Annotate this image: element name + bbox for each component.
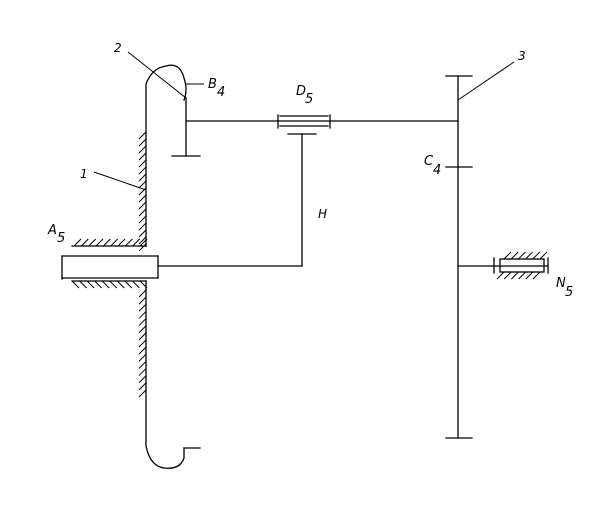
label-gear-3: 3 <box>518 49 526 63</box>
hatch-mark <box>101 280 110 289</box>
hatch-mark <box>138 194 147 203</box>
hatch-mark <box>124 280 133 289</box>
hatch-mark <box>138 339 147 348</box>
hatch-mark <box>102 238 111 247</box>
hatch-mark <box>138 346 147 355</box>
label-N-letter: N <box>556 276 566 291</box>
label-B-letter: B <box>208 77 217 92</box>
label-B: B 4 <box>208 77 225 100</box>
hatch-mark <box>138 229 147 238</box>
hatch-mark <box>539 251 548 260</box>
hatch-mark <box>496 271 505 280</box>
housing-A <box>71 238 148 289</box>
hatch-mark <box>138 361 147 369</box>
hatch-mark <box>138 201 147 210</box>
hatch-mark <box>71 280 80 289</box>
hatch-mark <box>138 368 147 376</box>
label-D-index: 5 <box>305 92 313 107</box>
hatch-mark <box>138 145 147 154</box>
hatch-mark <box>138 296 147 305</box>
hatch-mark <box>138 318 147 326</box>
planet-gear-2 <box>171 97 459 157</box>
label-B-index: 4 <box>217 85 225 100</box>
hatch-mark <box>138 236 147 245</box>
hatch-mark <box>138 353 147 362</box>
bearing-N <box>457 251 549 280</box>
carrier-H <box>157 133 303 267</box>
label-C-letter: C <box>424 154 434 169</box>
hatch-mark <box>80 238 89 247</box>
label-gear-1: 1 <box>80 167 88 181</box>
hatch-mark <box>138 375 147 384</box>
hatch-mark <box>110 238 119 247</box>
hatch-mark <box>532 251 541 260</box>
hatch-mark <box>518 271 526 280</box>
hatch-mark <box>132 238 141 247</box>
input-shaft <box>61 255 159 280</box>
hatch-mark <box>138 303 147 312</box>
hatch-mark <box>138 138 147 147</box>
hatch-mark <box>138 332 147 341</box>
hatch-mark <box>138 173 147 182</box>
hatch-mark <box>518 251 526 260</box>
hatch-mark <box>88 238 97 247</box>
hatch-mark <box>511 271 519 280</box>
leader-lines <box>93 51 515 191</box>
hatch-mark <box>138 180 147 189</box>
hatch-mark <box>94 280 103 289</box>
hatch-mark <box>138 389 147 398</box>
label-N: N 5 <box>556 276 573 300</box>
hatch-mark <box>86 280 95 289</box>
hatch-mark <box>109 280 118 289</box>
label-C: C 4 <box>424 154 441 178</box>
label-D-letter: D <box>296 84 306 99</box>
label-carrier-H: H <box>318 207 327 221</box>
hatch-mark <box>525 271 534 280</box>
hatch-mark <box>139 238 148 247</box>
hatch-mark <box>79 280 87 289</box>
hatch-mark <box>138 243 147 252</box>
hatch-mark <box>525 251 533 260</box>
hatch-mark <box>138 325 147 334</box>
label-D: D 5 <box>296 84 313 107</box>
label-gear-2: 2 <box>114 41 122 55</box>
hatch-mark <box>138 382 147 391</box>
hatch-mark <box>124 238 133 247</box>
hatch-mark <box>532 271 541 280</box>
hatch-mark <box>138 311 147 319</box>
gear-3 <box>445 75 473 439</box>
hatch-mark <box>95 238 104 247</box>
label-A: A 5 <box>47 223 65 246</box>
hatch-mark <box>138 159 147 168</box>
bearing-D <box>277 114 331 135</box>
hatch-mark <box>510 251 519 260</box>
hatch-mark <box>139 280 148 289</box>
hatch-mark <box>73 238 82 247</box>
hatch-mark <box>116 280 125 289</box>
hatch-mark <box>138 208 147 217</box>
hatch-mark <box>503 271 512 280</box>
hatch-mark <box>138 222 147 231</box>
hatch-mark <box>138 131 147 140</box>
hatch-mark <box>503 251 512 260</box>
hatch-mark <box>138 289 147 298</box>
ring-gear-hatching <box>138 131 147 398</box>
label-A-letter: A <box>47 223 57 238</box>
hatch-mark <box>117 238 126 247</box>
label-C-index: 4 <box>433 163 441 178</box>
hatch-mark <box>138 166 147 175</box>
ring-gear-1 <box>145 64 201 469</box>
label-A-index: 5 <box>57 231 65 246</box>
hatch-mark <box>138 152 147 161</box>
hatch-mark <box>138 215 147 224</box>
hatch-mark <box>132 280 140 289</box>
label-N-index: 5 <box>565 285 573 300</box>
